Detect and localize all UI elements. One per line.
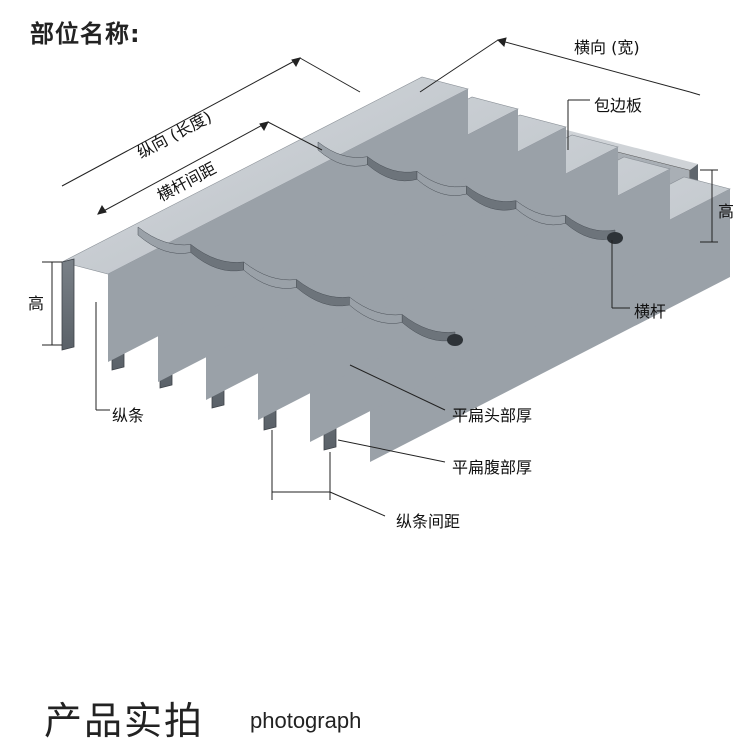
label-edge-plate: 包边板 — [594, 96, 643, 115]
label-belly-thickness: 平扁腹部厚 — [452, 458, 533, 477]
crossbar-segment — [401, 313, 456, 342]
label-height-left: 高 — [28, 294, 45, 313]
label-crossbar: 横杆 — [634, 302, 667, 321]
label-bearing-bar: 纵条 — [112, 406, 145, 425]
bearing-bar-end-1 — [61, 258, 75, 351]
dimension-lines — [42, 37, 718, 517]
bearing-bar-side-1 — [108, 89, 468, 362]
footer-title-cn: 产品实拍 — [44, 699, 205, 743]
bearing-bars — [61, 76, 731, 462]
crossbar-segment — [565, 214, 616, 240]
footer-title-en: photograph — [250, 708, 362, 733]
label-width-direction: 横向 (宽) — [574, 38, 640, 57]
crossbar-end — [447, 334, 463, 346]
label-bearing-spacing: 纵条间距 — [396, 512, 461, 531]
page-title: 部位名称: — [30, 20, 141, 48]
label-height-right: 高 — [718, 202, 735, 221]
crossbar-end — [607, 232, 623, 244]
label-head-thickness: 平扁头部厚 — [452, 406, 533, 425]
crossbars — [137, 141, 623, 346]
